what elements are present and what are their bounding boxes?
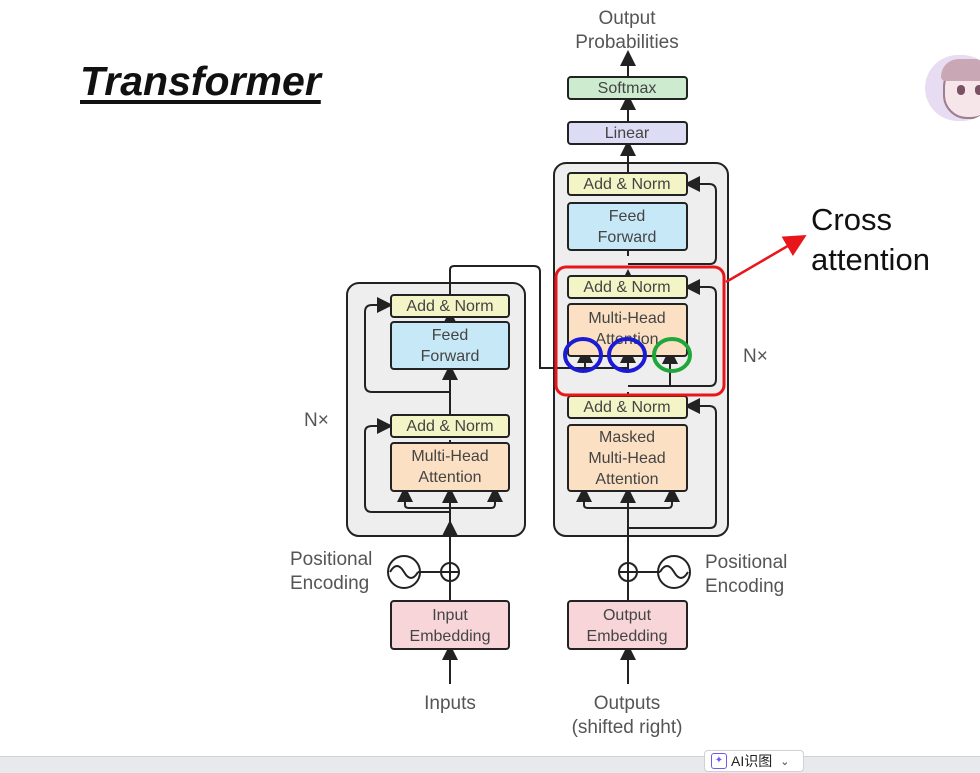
- outputs-label-2: (shifted right): [572, 717, 683, 738]
- encoder-feed-forward-label-2: Forward: [421, 348, 480, 365]
- avatar[interactable]: [925, 55, 980, 121]
- positional-encoding-right-label-2: Encoding: [705, 576, 784, 597]
- softmax-label: Softmax: [598, 80, 657, 97]
- bottom-toolbar: [0, 756, 980, 773]
- callout-line-2: attention: [811, 242, 930, 277]
- positional-encoding-right-label-1: Positional: [705, 552, 787, 573]
- decoder-masked-attention-label-1: Masked: [599, 429, 655, 446]
- decoder-masked-attention: [567, 424, 688, 492]
- avatar-eye-right: [975, 85, 980, 95]
- encoder-attention: [390, 442, 510, 492]
- encoder-repeat-label: N×: [304, 410, 329, 431]
- input-embedding-label-2: Embedding: [410, 628, 491, 645]
- linear-label: Linear: [605, 125, 650, 142]
- encoder-feed-forward-label-1: Feed: [432, 327, 468, 344]
- encoder-add-norm-top-label: Add & Norm: [406, 298, 493, 315]
- decoder-masked-attention-label-3: Attention: [595, 471, 658, 488]
- ai-button-label: AI识图: [731, 753, 773, 769]
- decoder-repeat-label: N×: [743, 346, 768, 367]
- positional-encoding-left-icon: [387, 555, 460, 589]
- key-circle: [563, 337, 603, 373]
- outputs-label-1: Outputs: [594, 693, 661, 714]
- encoder-attention-label-2: Attention: [418, 469, 481, 486]
- callout-line-1: Cross: [811, 202, 892, 237]
- avatar-eye-left: [957, 85, 965, 95]
- encoder-stack: [346, 282, 526, 537]
- input-embedding-label-1: Input: [432, 607, 468, 624]
- cross-attention-highlight-box: [554, 265, 726, 397]
- positional-encoding-right-icon: [618, 555, 691, 589]
- output-probabilities-label-2: Probabilities: [575, 32, 679, 53]
- encoder-attention-label-1: Multi-Head: [411, 448, 488, 465]
- query-circle: [652, 337, 692, 373]
- encoder-add-norm-attention-label: Add & Norm: [406, 418, 493, 435]
- softmax-block: [567, 76, 688, 100]
- decoder-feed-forward-label-2: Forward: [598, 229, 657, 246]
- encoder-feed-forward: [390, 321, 510, 370]
- linear-block: [567, 121, 688, 145]
- decoder-add-norm-top: [567, 172, 688, 196]
- output-embedding-label-1: Output: [603, 607, 652, 624]
- output-probabilities-label-1: Output: [598, 8, 656, 29]
- sparkle-icon: ✦: [711, 753, 727, 769]
- encoder-add-norm-top: [390, 294, 510, 318]
- decoder-masked-attention-label-2: Multi-Head: [588, 450, 665, 467]
- cross-attention-callout: Cross attention: [811, 200, 930, 280]
- positional-encoding-left-label-2: Encoding: [290, 573, 369, 594]
- encoder-add-norm-attention: [390, 414, 510, 438]
- decoder-add-norm-cross: [567, 275, 688, 299]
- callout-arrow: [725, 234, 807, 284]
- output-embedding-block: [567, 600, 688, 650]
- decoder-feed-forward: [567, 202, 688, 251]
- decoder-add-norm-top-label: Add & Norm: [583, 176, 670, 193]
- value-circle: [607, 337, 647, 373]
- ai-image-recognition-button[interactable]: ✦ AI识图 ⌄: [704, 750, 804, 772]
- decoder-feed-forward-label-1: Feed: [609, 208, 645, 225]
- avatar-hair: [941, 59, 980, 81]
- input-embedding-block: [390, 600, 510, 650]
- inputs-label: Inputs: [424, 693, 476, 714]
- chevron-down-icon[interactable]: ⌄: [780, 755, 790, 768]
- positional-encoding-left-label-1: Positional: [290, 549, 372, 570]
- decoder-add-norm-masked-label: Add & Norm: [583, 399, 670, 416]
- slide-title: Transformer: [80, 58, 321, 104]
- decoder-cross-attention-label-1: Multi-Head: [588, 310, 665, 327]
- output-embedding-label-2: Embedding: [587, 628, 668, 645]
- decoder-add-norm-cross-label: Add & Norm: [583, 279, 670, 296]
